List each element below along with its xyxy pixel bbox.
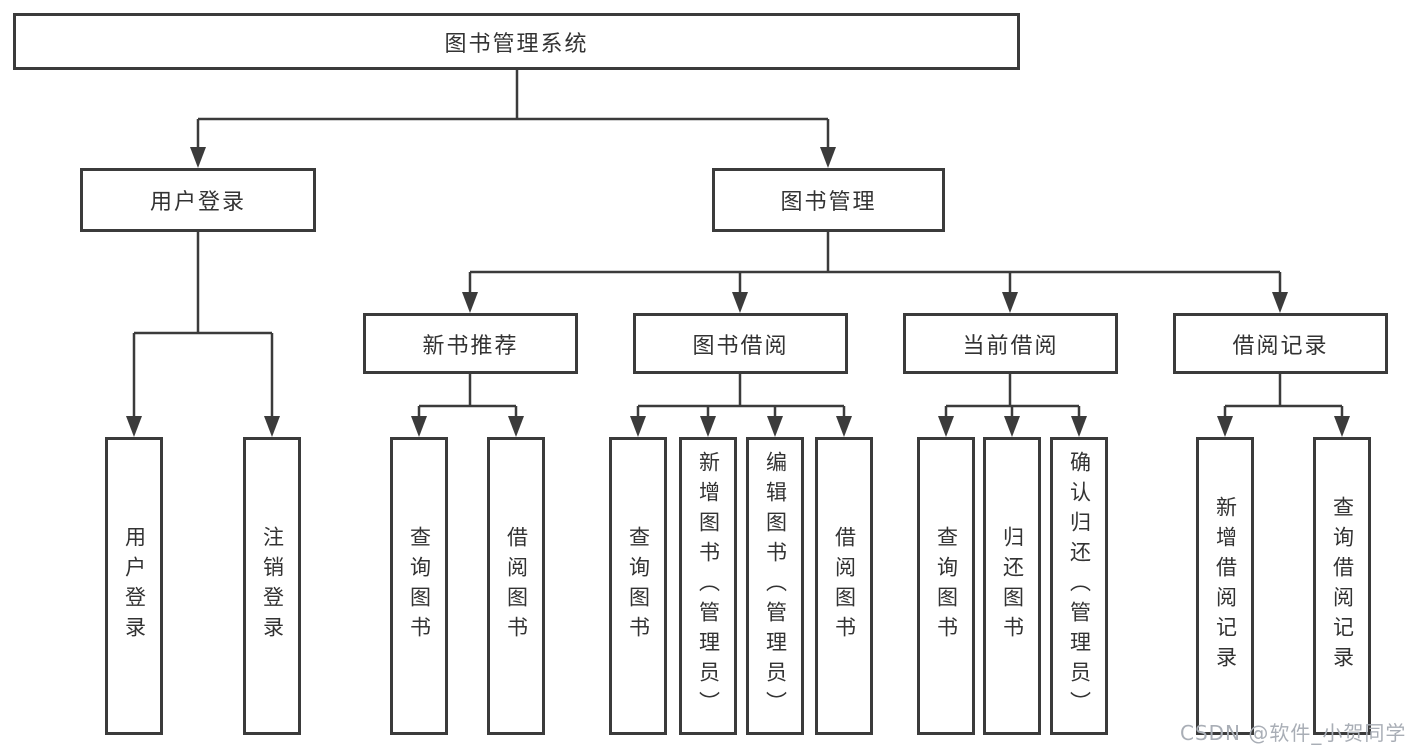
node-root-system: 图书管理系统 (13, 13, 1020, 70)
leaf-label: 查询图书 (407, 526, 432, 646)
leaf-confirm-return-admin: 确认归还（管理员） (1050, 437, 1108, 735)
csdn-watermark: CSDN @软件_小贺同学 (1180, 721, 1405, 745)
leaf-label: 借阅图书 (832, 526, 857, 646)
node-current-borrowing: 当前借阅 (903, 313, 1118, 374)
leaf-label: 归还图书 (1000, 526, 1025, 646)
leaf-borrow-books-recommend: 借阅图书 (487, 437, 545, 735)
arrowheads (126, 147, 1350, 437)
leaf-add-borrow-record: 新增借阅记录 (1196, 437, 1254, 735)
leaf-label: 查询图书 (934, 526, 959, 646)
leaf-logout: 注销登录 (243, 437, 301, 735)
node-book-borrowing: 图书借阅 (633, 313, 848, 374)
node-label: 用户登录 (149, 190, 246, 215)
leaf-label: 查询图书 (626, 526, 651, 646)
leaf-query-books-current: 查询图书 (917, 437, 975, 735)
node-label: 新书推荐 (422, 333, 519, 359)
node-label: 当前借阅 (962, 333, 1059, 359)
tree-edges (132, 70, 1344, 417)
leaf-label: 借阅图书 (504, 526, 529, 646)
node-label: 借阅记录 (1232, 333, 1329, 359)
node-label: 图书借阅 (692, 333, 789, 359)
leaf-label: 编辑图书（管理员） (763, 451, 788, 721)
leaf-return-books: 归还图书 (983, 437, 1041, 735)
leaf-borrow-books-borrowing: 借阅图书 (815, 437, 873, 735)
leaf-query-books-recommend: 查询图书 (390, 437, 448, 735)
leaf-label: 查询借阅记录 (1330, 496, 1355, 676)
leaf-label: 用户登录 (122, 526, 147, 646)
node-borrowing-records: 借阅记录 (1173, 313, 1388, 374)
leaf-label: 注销登录 (260, 526, 285, 646)
leaf-query-books-borrowing: 查询图书 (609, 437, 667, 735)
node-label: 图书管理系统 (444, 31, 589, 57)
leaf-edit-books-admin: 编辑图书（管理员） (746, 437, 804, 735)
node-new-book-recommendation: 新书推荐 (363, 313, 578, 374)
leaf-label: 新增图书（管理员） (696, 451, 721, 721)
leaf-label: 新增借阅记录 (1213, 496, 1238, 676)
node-label: 图书管理 (780, 190, 877, 215)
node-book-management-branch: 图书管理 (712, 168, 945, 232)
leaf-user-login: 用户登录 (105, 437, 163, 735)
leaf-add-books-admin: 新增图书（管理员） (679, 437, 737, 735)
node-user-login-branch: 用户登录 (80, 168, 316, 232)
leaf-label: 确认归还（管理员） (1067, 451, 1092, 721)
leaf-query-borrow-record: 查询借阅记录 (1313, 437, 1371, 735)
